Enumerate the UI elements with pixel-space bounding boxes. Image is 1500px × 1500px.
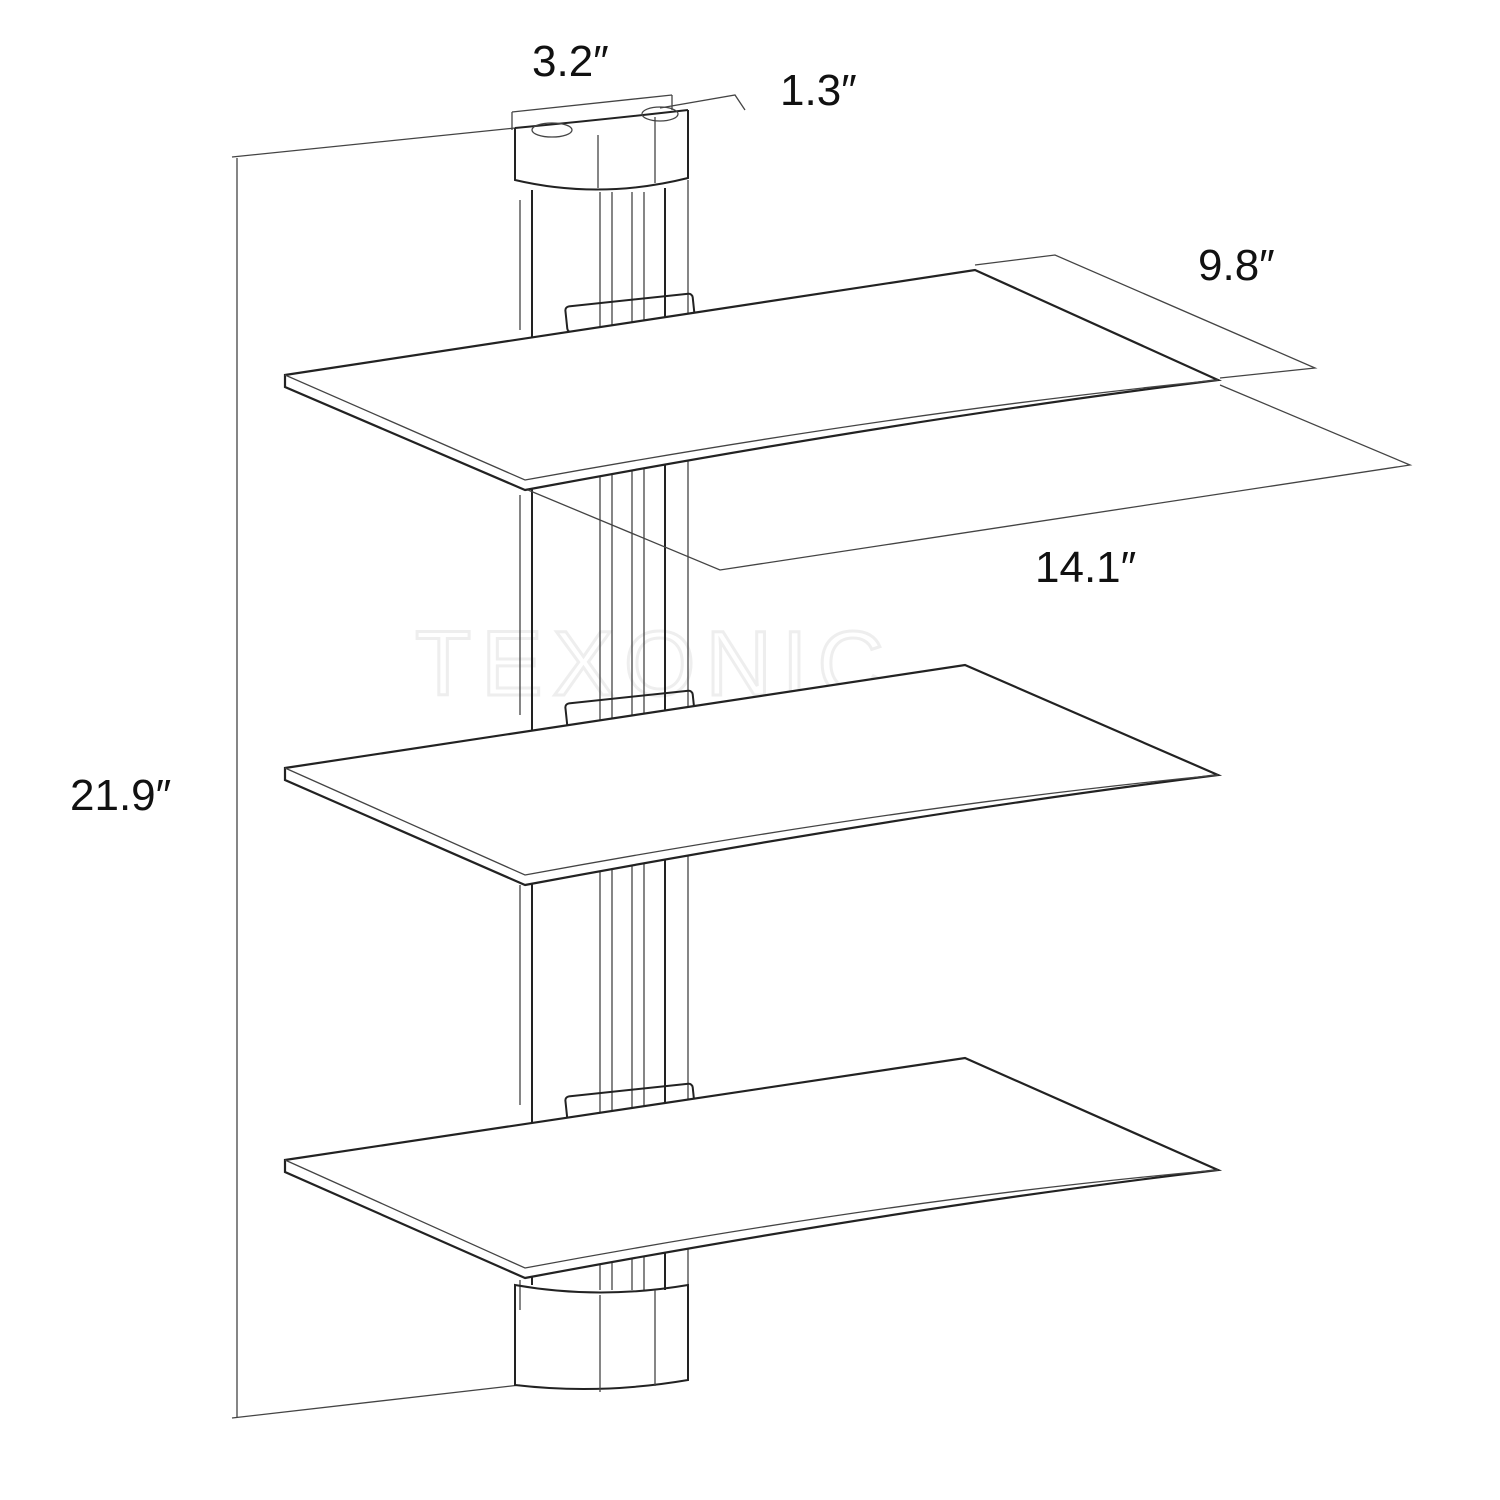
height-dimension-lines bbox=[231, 127, 521, 1419]
shelf-width-lines bbox=[527, 384, 1413, 571]
total-height-label: 21.9″ bbox=[70, 771, 171, 820]
width-bracket-label: 3.2″ bbox=[532, 37, 609, 86]
shelf-bottom bbox=[283, 1056, 1223, 1280]
depth-bracket-label: 1.3″ bbox=[780, 66, 857, 115]
shelf-depth-lines bbox=[974, 254, 1318, 379]
shelf-top bbox=[283, 268, 1223, 492]
shelf-middle bbox=[283, 663, 1223, 887]
shelf-width-label: 14.1″ bbox=[1035, 543, 1136, 592]
bracket-dimension-lines bbox=[511, 94, 746, 130]
shelf-depth-label: 9.8″ bbox=[1198, 241, 1275, 290]
